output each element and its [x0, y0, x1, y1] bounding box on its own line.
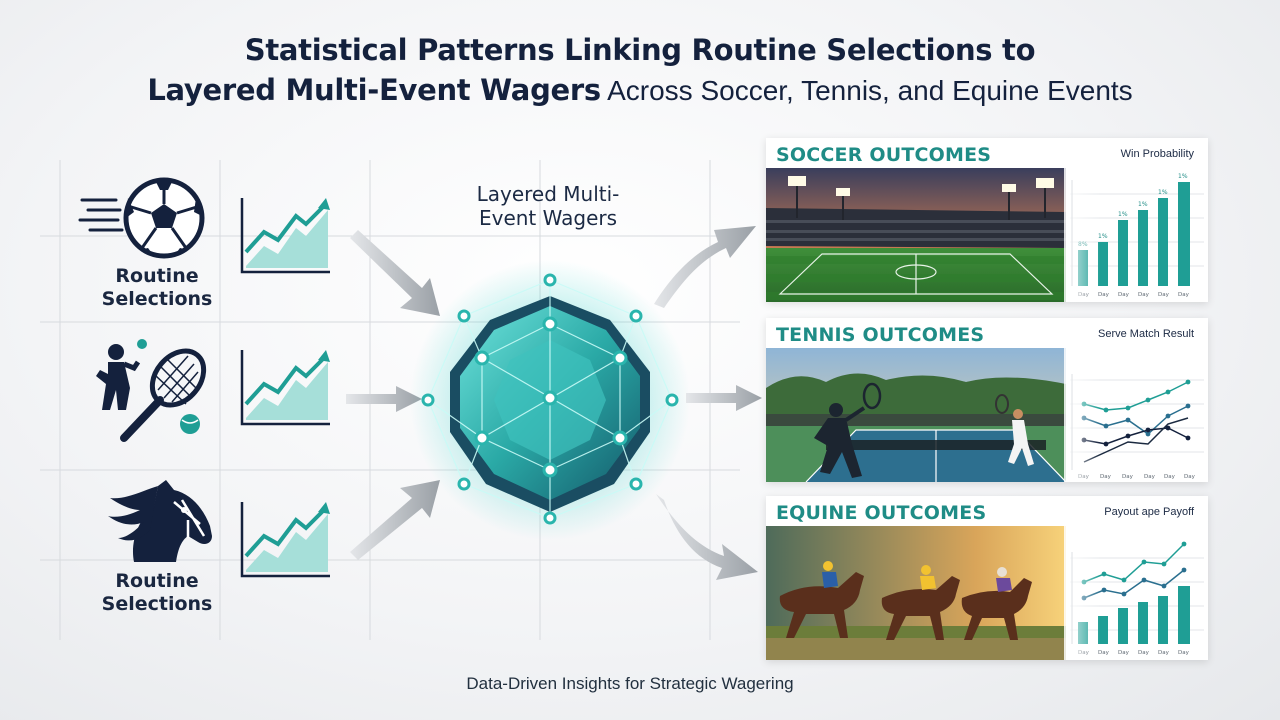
equine-chart-title: Payout ape Payoff — [1104, 506, 1194, 518]
soccer-chart-title: Win Probability — [1120, 148, 1194, 160]
tennis-outcomes-panel: TENNIS OUTCOMES Serve Match Result DayDa… — [766, 318, 1208, 482]
soccer-panel-title: SOCCER OUTCOMES — [776, 144, 992, 166]
soccer-ball-icon — [78, 177, 205, 259]
trend-chart-icon-tennis — [240, 350, 330, 426]
footer-tagline: Data-Driven Insights for Strategic Wager… — [466, 674, 794, 693]
arrow-equine-to-hub — [350, 480, 440, 560]
horse-head-icon — [108, 480, 212, 562]
equine-outcomes-panel: EQUINE OUTCOMES Payout ape Payoff — [766, 496, 1208, 660]
soccer-bar-chart: 8%1%1%1%1%1% DayDayDayDayDayDay — [1064, 166, 1208, 302]
tennis-court-photo — [766, 348, 1066, 482]
title-line-2-rest: Across Soccer, Tennis, and Equine Events — [600, 75, 1133, 106]
layered-wager-hub — [410, 260, 690, 540]
tennis-player-icon — [96, 339, 207, 442]
trend-chart-icon-equine — [240, 502, 330, 578]
soccer-outcomes-panel: SOCCER OUTCOMES Win Probability — [766, 138, 1208, 302]
hub-title: Layered Multi-Event Wagers — [476, 182, 620, 230]
arrow-hub-to-equine — [656, 494, 758, 580]
equine-combo-chart: DayDayDayDayDayDay — [1064, 524, 1208, 660]
title-line-2: Layered Multi-Event Wagers Across Soccer… — [0, 70, 1280, 111]
equine-panel-title: EQUINE OUTCOMES — [776, 502, 987, 524]
arrow-hub-to-soccer — [654, 226, 756, 308]
routine-selections-label-2: Routine Selections — [101, 570, 213, 615]
horse-race-photo — [766, 526, 1066, 660]
stadium-photo — [766, 168, 1066, 302]
arrow-hub-to-tennis — [686, 385, 762, 411]
arrow-soccer-to-hub — [350, 230, 440, 316]
title-line-2-bold: Layered Multi-Event Wagers — [147, 73, 601, 107]
tennis-chart-title: Serve Match Result — [1098, 328, 1194, 340]
routine-selections-label-1: Routine Selections — [101, 265, 213, 310]
arrow-tennis-to-hub — [346, 386, 422, 412]
tennis-panel-title: TENNIS OUTCOMES — [776, 324, 985, 346]
trend-chart-icon-soccer — [240, 198, 330, 274]
page-title: Statistical Patterns Linking Routine Sel… — [0, 30, 1280, 111]
title-line-1: Statistical Patterns Linking Routine Sel… — [244, 33, 1036, 67]
tennis-line-chart: DayDayDayDayDayDay — [1064, 346, 1208, 482]
